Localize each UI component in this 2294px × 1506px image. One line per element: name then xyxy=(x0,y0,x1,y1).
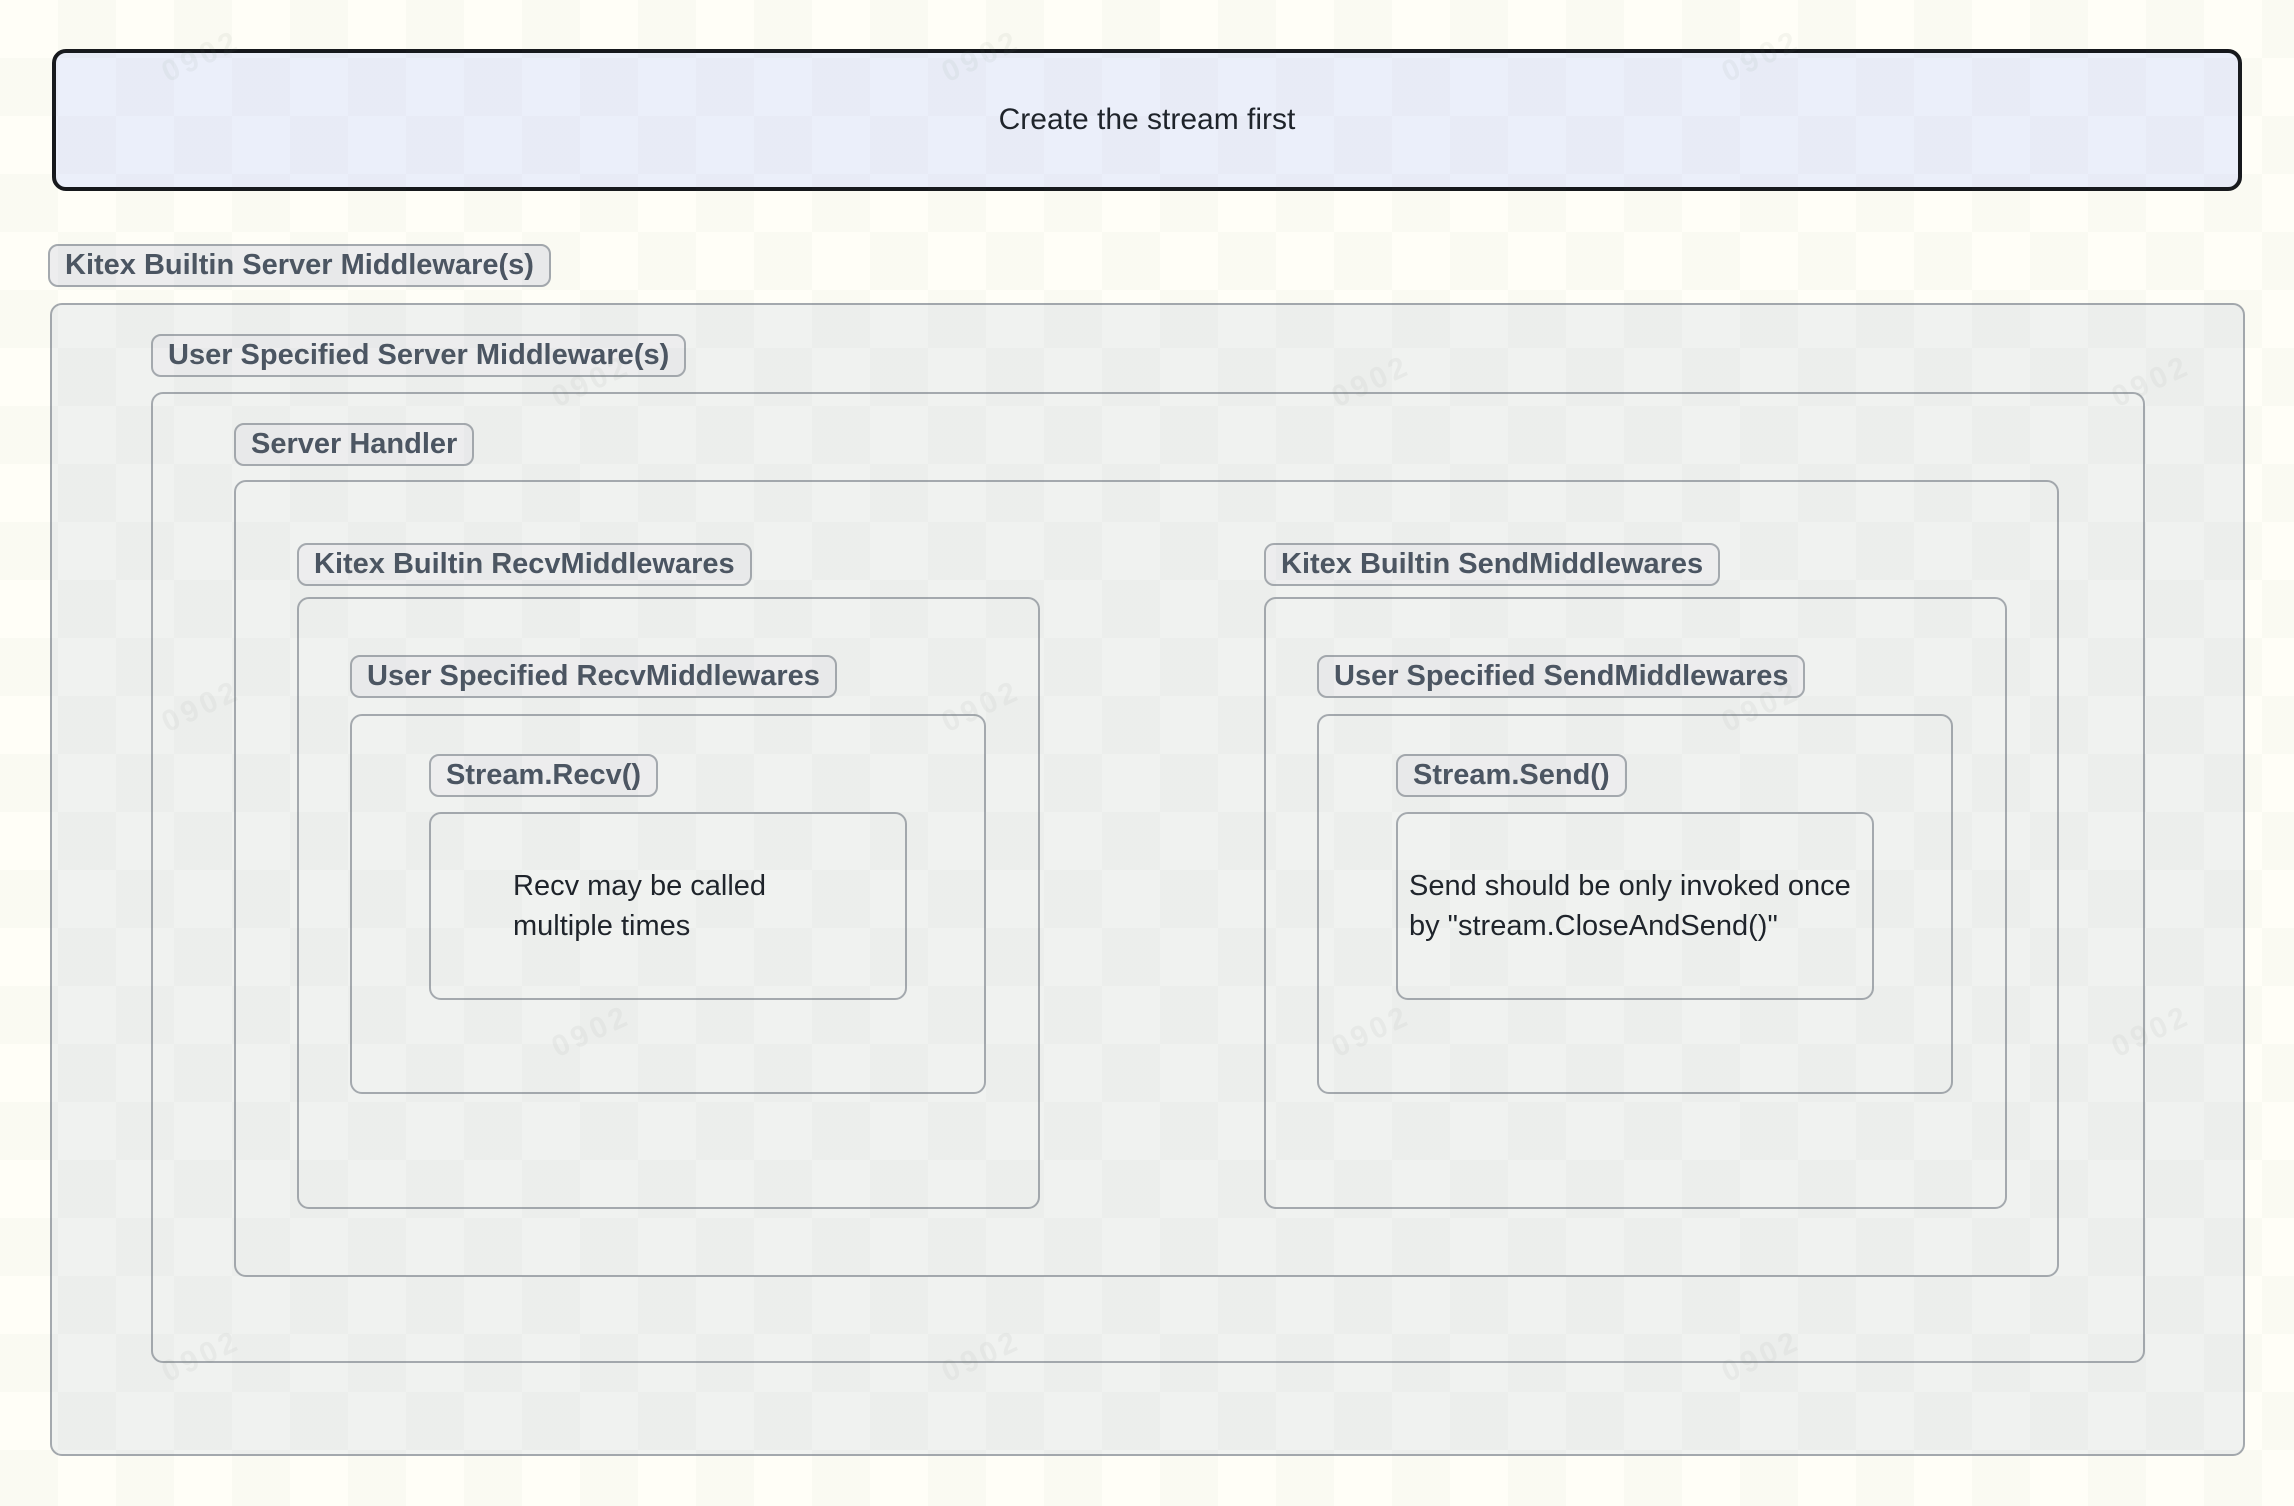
label-kitex-builtin-send-middlewares: Kitex Builtin SendMiddlewares xyxy=(1264,543,1721,586)
note-recv-multiple-times-text: Recv may be called multiple times xyxy=(513,870,767,942)
box-kitex-builtin-send-middlewares xyxy=(1264,597,2007,1209)
label-kitex-builtin-send-middlewares-text: Kitex Builtin SendMiddlewares xyxy=(1281,548,1704,580)
box-user-specified-recv-middlewares xyxy=(350,714,986,1094)
label-stream-recv: Stream.Recv() xyxy=(429,754,659,797)
note-recv-multiple-times: Recv may be called multiple times xyxy=(429,812,907,1000)
box-kitex-builtin-server-middlewares xyxy=(50,303,2245,1456)
label-server-handler: Server Handler xyxy=(234,423,475,466)
label-stream-send: Stream.Send() xyxy=(1396,754,1627,797)
label-kitex-builtin-server-middlewares: Kitex Builtin Server Middleware(s) xyxy=(48,244,551,287)
box-kitex-builtin-recv-middlewares xyxy=(297,597,1040,1209)
box-server-handler xyxy=(234,480,2059,1277)
box-user-specified-server-middlewares xyxy=(151,392,2145,1363)
label-user-specified-recv-middlewares: User Specified RecvMiddlewares xyxy=(350,655,837,698)
label-stream-send-text: Stream.Send() xyxy=(1413,759,1610,791)
note-send-invoked-once-text: Send should be only invoked once by "str… xyxy=(1409,870,1851,942)
label-kitex-builtin-recv-middlewares: Kitex Builtin RecvMiddlewares xyxy=(297,543,752,586)
create-stream-note: Create the stream first xyxy=(52,49,2242,191)
note-send-invoked-once: Send should be only invoked once by "str… xyxy=(1396,812,1874,1000)
box-user-specified-send-middlewares xyxy=(1317,714,1953,1094)
create-stream-note-text: Create the stream first xyxy=(998,103,1296,136)
label-kitex-builtin-recv-middlewares-text: Kitex Builtin RecvMiddlewares xyxy=(314,548,735,580)
label-user-specified-send-middlewares-text: User Specified SendMiddlewares xyxy=(1334,660,1789,692)
label-user-specified-server-middlewares: User Specified Server Middleware(s) xyxy=(151,334,687,377)
label-kitex-builtin-server-middlewares-text: Kitex Builtin Server Middleware(s) xyxy=(65,249,534,281)
label-user-specified-recv-middlewares-text: User Specified RecvMiddlewares xyxy=(367,660,820,692)
label-user-specified-server-middlewares-text: User Specified Server Middleware(s) xyxy=(168,339,670,371)
label-user-specified-send-middlewares: User Specified SendMiddlewares xyxy=(1317,655,1806,698)
label-stream-recv-text: Stream.Recv() xyxy=(446,759,642,791)
label-server-handler-text: Server Handler xyxy=(251,428,458,460)
